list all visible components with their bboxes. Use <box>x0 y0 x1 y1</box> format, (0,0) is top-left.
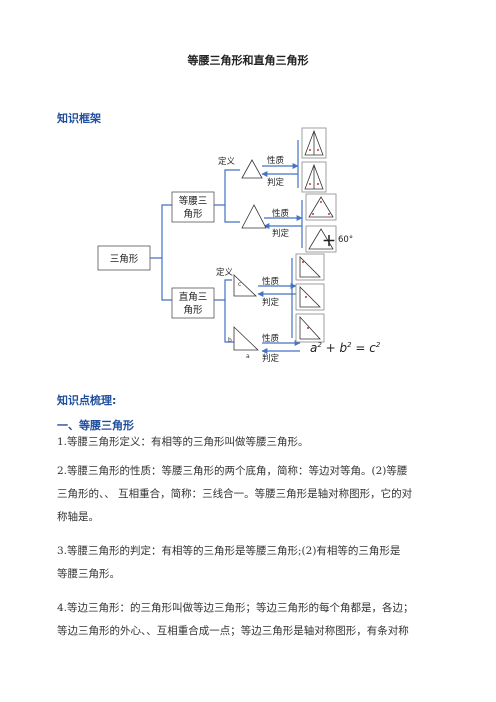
section-points-heading: 知识点梳理: <box>57 394 117 407</box>
label-right-judge: 判定 <box>262 297 280 308</box>
pythagorean-formula: a2 + b2 = c2 <box>310 341 381 355</box>
section-framework-heading: 知识框架 <box>57 112 101 125</box>
paragraph-line: 三角形的、、 互相重合，简称：三线合一。等腰三角形是轴对称图形，它的对 <box>57 488 413 500</box>
label-iso-def: 定义 <box>218 156 236 167</box>
paragraph-line: 1.等腰三角形定义：有相等的三角形叫做等腰三角形。 <box>57 436 309 448</box>
side-label-c: c <box>238 281 241 288</box>
paragraph-line: 称轴是。 <box>57 511 99 523</box>
paragraph-properties: 2.等腰三角形的性质：等腰三角形的两个底角，简称：等边对等角。(2)等腰 三角形… <box>57 460 457 529</box>
paragraph-line: 2.等腰三角形的性质：等腰三角形的两个底角，简称：等边对等角。(2)等腰 <box>57 465 408 477</box>
paragraph-line: 4.等边三角形：的三角形叫做等边三角形；等边三角形的每个角都是，各边； <box>57 602 414 614</box>
page-title: 等腰三角形和直角三角形 <box>187 54 309 67</box>
node-right-line2: 角形 <box>183 304 203 316</box>
paragraph-judgement: 3.等腰三角形的判定：有相等的三角形是等腰三角形;(2)有相等的三角形是 等腰三… <box>57 540 457 586</box>
node-isosceles-line1: 等腰三 <box>179 195 208 207</box>
paragraph-line: 等腰三角形。 <box>57 568 120 580</box>
paragraph-line: 3.等腰三角形的判定：有相等的三角形是等腰三角形;(2)有相等的三角形是 <box>57 545 401 557</box>
plus-sign: ＋ <box>322 234 336 250</box>
side-label-b: b <box>228 337 232 344</box>
label-equi-judge: 判定 <box>272 228 290 239</box>
section-isosceles-heading: 一、等腰三角形 <box>57 419 134 432</box>
label-iso-judge: 判定 <box>267 177 285 188</box>
node-isosceles-line2: 角形 <box>183 208 203 220</box>
label-right-def: 定义 <box>216 267 234 278</box>
node-triangle: 三角形 <box>110 253 139 265</box>
label-right-prop: 性质 <box>262 276 280 287</box>
label-pyth-judge: 判定 <box>262 353 280 364</box>
side-label-a: a <box>246 353 250 360</box>
paragraph-line: 等边三角形的外心、、互相重合成一点；等边三角形是轴对称图形，有条对称 <box>57 625 409 637</box>
paragraph-equilateral: 4.等边三角形：的三角形叫做等边三角形；等边三角形的每个角都是，各边； 等边三角… <box>57 597 457 643</box>
knowledge-framework-diagram: 三角形 等腰三 角形 直角三 角形 定义 性质 判定 性质 判定 定义 性质 判… <box>97 127 381 364</box>
label-iso-prop: 性质 <box>267 155 285 166</box>
label-pyth-prop: 性质 <box>262 333 280 344</box>
node-right-line1: 直角三 <box>179 291 208 303</box>
label-equi-prop: 性质 <box>272 208 290 219</box>
paragraph-definition: 1.等腰三角形定义：有相等的三角形叫做等腰三角形。 <box>57 431 457 454</box>
angle-60-label: 60° <box>338 235 353 245</box>
